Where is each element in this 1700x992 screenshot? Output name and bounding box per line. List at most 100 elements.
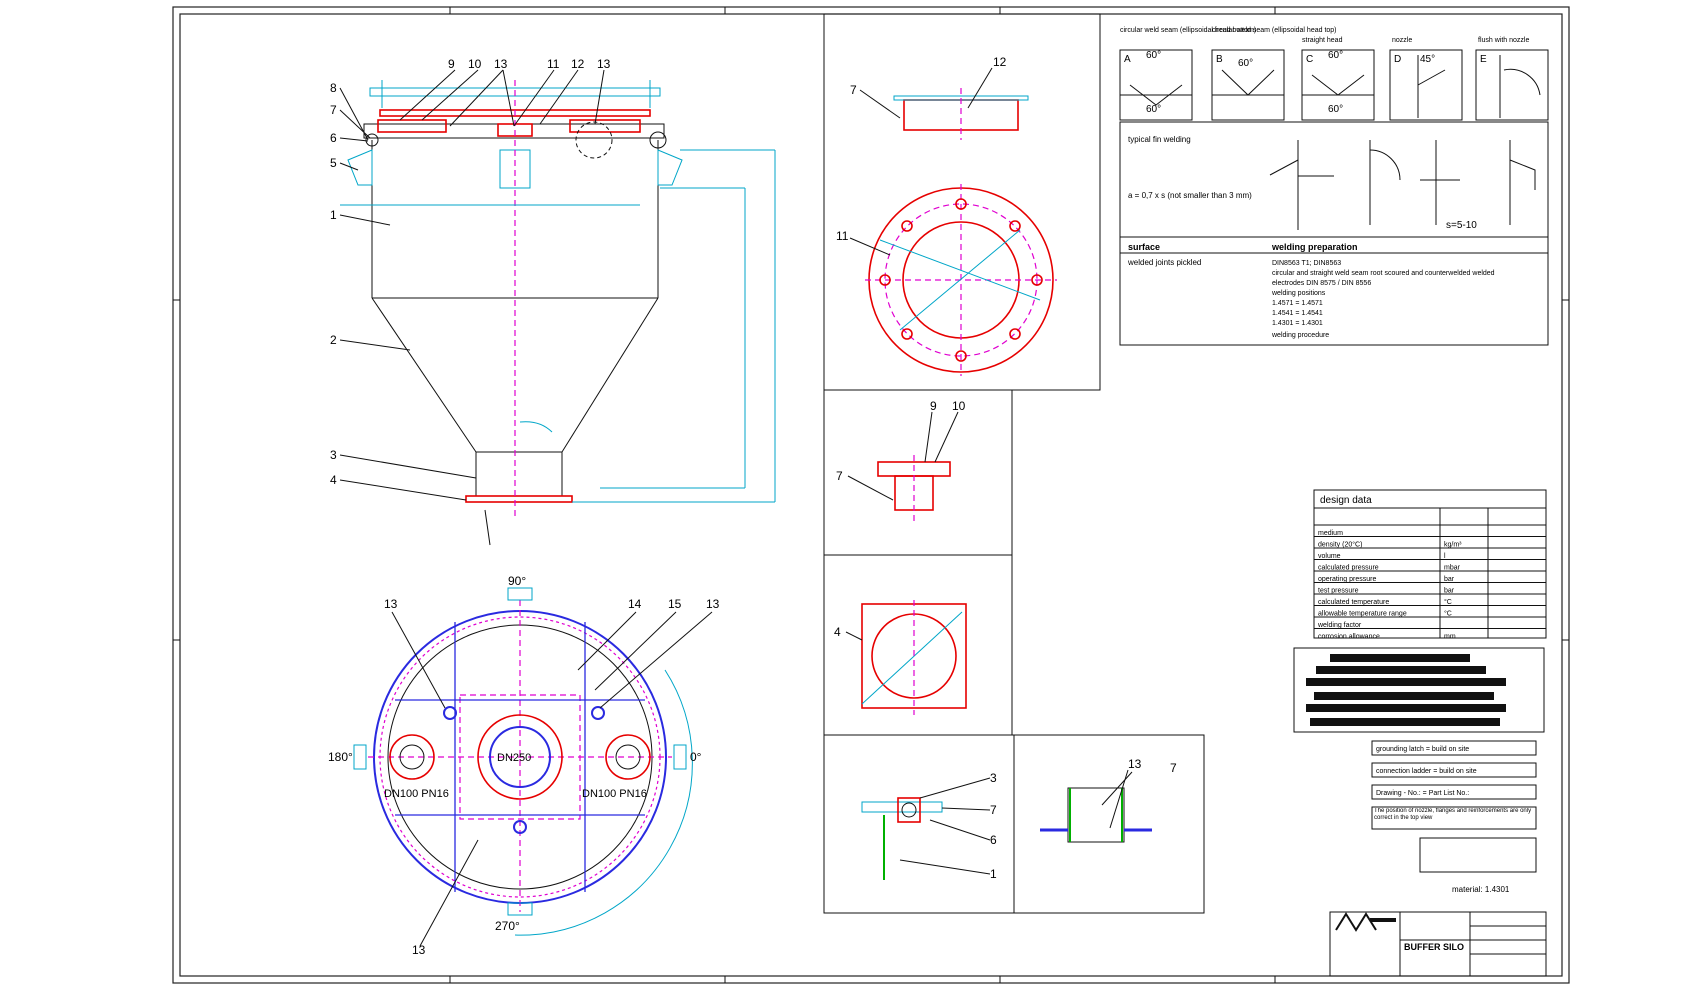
plan-callout-13c: 13 xyxy=(412,943,426,957)
callout-5: 5 xyxy=(330,156,337,170)
welding-line-7: 1.4301 = 1.4301 xyxy=(1272,320,1323,327)
design-row-unit: mbar xyxy=(1444,565,1461,572)
design-row-parameter: test pressure xyxy=(1318,588,1359,595)
welding-line-3: electrodes DIN 8575 / DIN 8556 xyxy=(1272,280,1371,287)
welding-line-8: welding procedure xyxy=(1271,332,1329,339)
callout-3: 3 xyxy=(330,448,337,462)
design-row-parameter: allowable temperature range xyxy=(1318,611,1407,618)
note-ladder: connection ladder = build on site xyxy=(1376,768,1477,775)
callout-1: 1 xyxy=(330,208,337,222)
explosion-callout-9: 9 xyxy=(930,399,937,413)
welding-line-2: circular and straight weld seam root sco… xyxy=(1272,270,1495,277)
weld-types-row: circular weld seam (ellipsoidal head bot… xyxy=(1119,27,1549,121)
design-row-unit: °C xyxy=(1444,610,1452,618)
flange-callout-11: 11 xyxy=(836,229,849,243)
inlet-callout-7: 7 xyxy=(850,83,857,97)
plan-callout-15: 15 xyxy=(668,597,682,611)
left-nozzle-label: DN100 PN16 xyxy=(384,788,449,800)
design-row-unit: bar xyxy=(1444,588,1455,595)
weld-type-c-label: straight head xyxy=(1302,37,1343,44)
welding-line-5: 1.4571 = 1.4571 xyxy=(1272,300,1323,307)
callout-9: 9 xyxy=(448,57,455,71)
main-elevation-view: 8 7 6 5 1 2 3 4 9 10 13 11 12 13 xyxy=(330,57,776,546)
fillet-formula: a = 0,7 x s (not smaller than 3 mm) xyxy=(1128,191,1252,200)
weld-type-a-angle-1: 60° xyxy=(1146,50,1161,61)
fillet-dim: s=5-10 xyxy=(1446,220,1477,231)
surface-value: welded joints pickled xyxy=(1127,258,1201,267)
callout-12: 12 xyxy=(571,57,585,71)
callout-7: 7 xyxy=(330,103,337,117)
callout-13: 13 xyxy=(494,57,508,71)
design-row-unit: kg/m³ xyxy=(1444,542,1462,549)
center-label: DN250 xyxy=(497,752,531,764)
design-row-parameter: welding factor xyxy=(1317,622,1362,629)
title-notes: grounding latch = build on site connecti… xyxy=(1371,740,1537,894)
plan-callout-13b: 13 xyxy=(706,597,720,611)
redacted-note-block xyxy=(1293,647,1545,733)
welding-line-1: DIN8563 T1; DIN8563 xyxy=(1272,260,1341,267)
plan-callout-13: 13 xyxy=(384,597,398,611)
surface-welding-notes: surface welded joints pickled welding pr… xyxy=(1119,236,1549,346)
angle-270: 270° xyxy=(495,919,520,933)
nozzle-position-note: The position of nozzle, flanges and rein… xyxy=(1374,808,1532,821)
weld-type-a-id: A xyxy=(1124,54,1131,65)
design-row-parameter: density (20°C) xyxy=(1318,541,1362,549)
callout-13b: 13 xyxy=(597,57,611,71)
callout-2: 2 xyxy=(330,333,337,347)
design-row-parameter: calculated temperature xyxy=(1318,599,1389,606)
design-row-parameter: volume xyxy=(1318,553,1341,560)
angle-90: 90° xyxy=(508,574,526,588)
detail-x-callout-1: 1 xyxy=(990,867,997,881)
fillet-weld-panel: typical fin welding a = 0,7 x s (not sma… xyxy=(1119,121,1549,238)
detail-panel-x: 3 7 6 1 xyxy=(823,734,1015,914)
angle-0: 0° xyxy=(690,750,702,764)
callout-4: 4 xyxy=(330,473,337,487)
design-row-unit: °C xyxy=(1444,598,1452,606)
explosion-callout-7: 7 xyxy=(836,469,843,483)
weld-type-e-id: E xyxy=(1480,54,1487,65)
material-line: material: 1.4301 xyxy=(1452,885,1510,894)
weld-type-b-label: circular weld seam (ellipsoidal head top… xyxy=(1212,27,1337,34)
weld-type-d-id: D xyxy=(1394,54,1401,65)
detail-x-callout-7: 7 xyxy=(990,803,997,817)
design-row-parameter: corrosion allowance xyxy=(1318,634,1380,641)
design-table-title: design data xyxy=(1320,495,1372,506)
detail-x-callout-6: 6 xyxy=(990,833,997,847)
callout-8: 8 xyxy=(330,81,337,95)
detail-panel-inlet: 7 12 11 xyxy=(823,13,1101,391)
plan-callout-14: 14 xyxy=(628,597,642,611)
callout-10: 10 xyxy=(468,57,482,71)
note-grounding: grounding latch = build on site xyxy=(1376,746,1469,753)
welding-line-4: welding positions xyxy=(1271,290,1326,297)
weld-type-a-angle-2: 60° xyxy=(1146,104,1161,115)
title-block: BUFFER SILO xyxy=(1329,911,1547,977)
weld-type-a-label: circular weld seam (ellipsoidal head bot… xyxy=(1120,27,1256,34)
drawing-title: BUFFER SILO xyxy=(1404,942,1464,952)
welding-label: welding preparation xyxy=(1271,242,1358,252)
design-row-parameter: medium xyxy=(1318,530,1343,537)
welding-line-6: 1.4541 = 1.4541 xyxy=(1272,310,1323,317)
weld-type-b-id: B xyxy=(1216,54,1223,65)
company-logo-icon xyxy=(1335,912,1396,932)
sheet-outer-border xyxy=(172,6,1570,984)
right-nozzle-label: DN100 PN16 xyxy=(582,788,647,800)
weld-type-d-label: nozzle xyxy=(1392,37,1412,44)
angle-180: 180° xyxy=(328,750,353,764)
note-drawing-no: Drawing - No.: = Part List No.: xyxy=(1376,790,1469,797)
design-row-parameter: operating pressure xyxy=(1318,576,1376,583)
detail-panel-y: 13 7 xyxy=(1013,734,1205,914)
weld-type-c-angle-2: 60° xyxy=(1328,104,1343,115)
detail-x-callout-3: 3 xyxy=(990,771,997,785)
detail-y-callout-7: 7 xyxy=(1170,761,1177,775)
weld-type-b-angle: 60° xyxy=(1238,58,1253,69)
zone-ticks xyxy=(173,7,1569,983)
inlet-callout-12: 12 xyxy=(993,55,1007,69)
outlet-callout-4: 4 xyxy=(834,625,841,639)
explosion-callout-10: 10 xyxy=(952,399,966,413)
weld-type-c-id: C xyxy=(1306,54,1313,65)
detail-panel-outlet: 4 xyxy=(823,554,1013,736)
callout-6: 6 xyxy=(330,131,337,145)
fillet-note: typical fin welding xyxy=(1128,135,1191,144)
design-row-unit: l xyxy=(1444,553,1446,560)
